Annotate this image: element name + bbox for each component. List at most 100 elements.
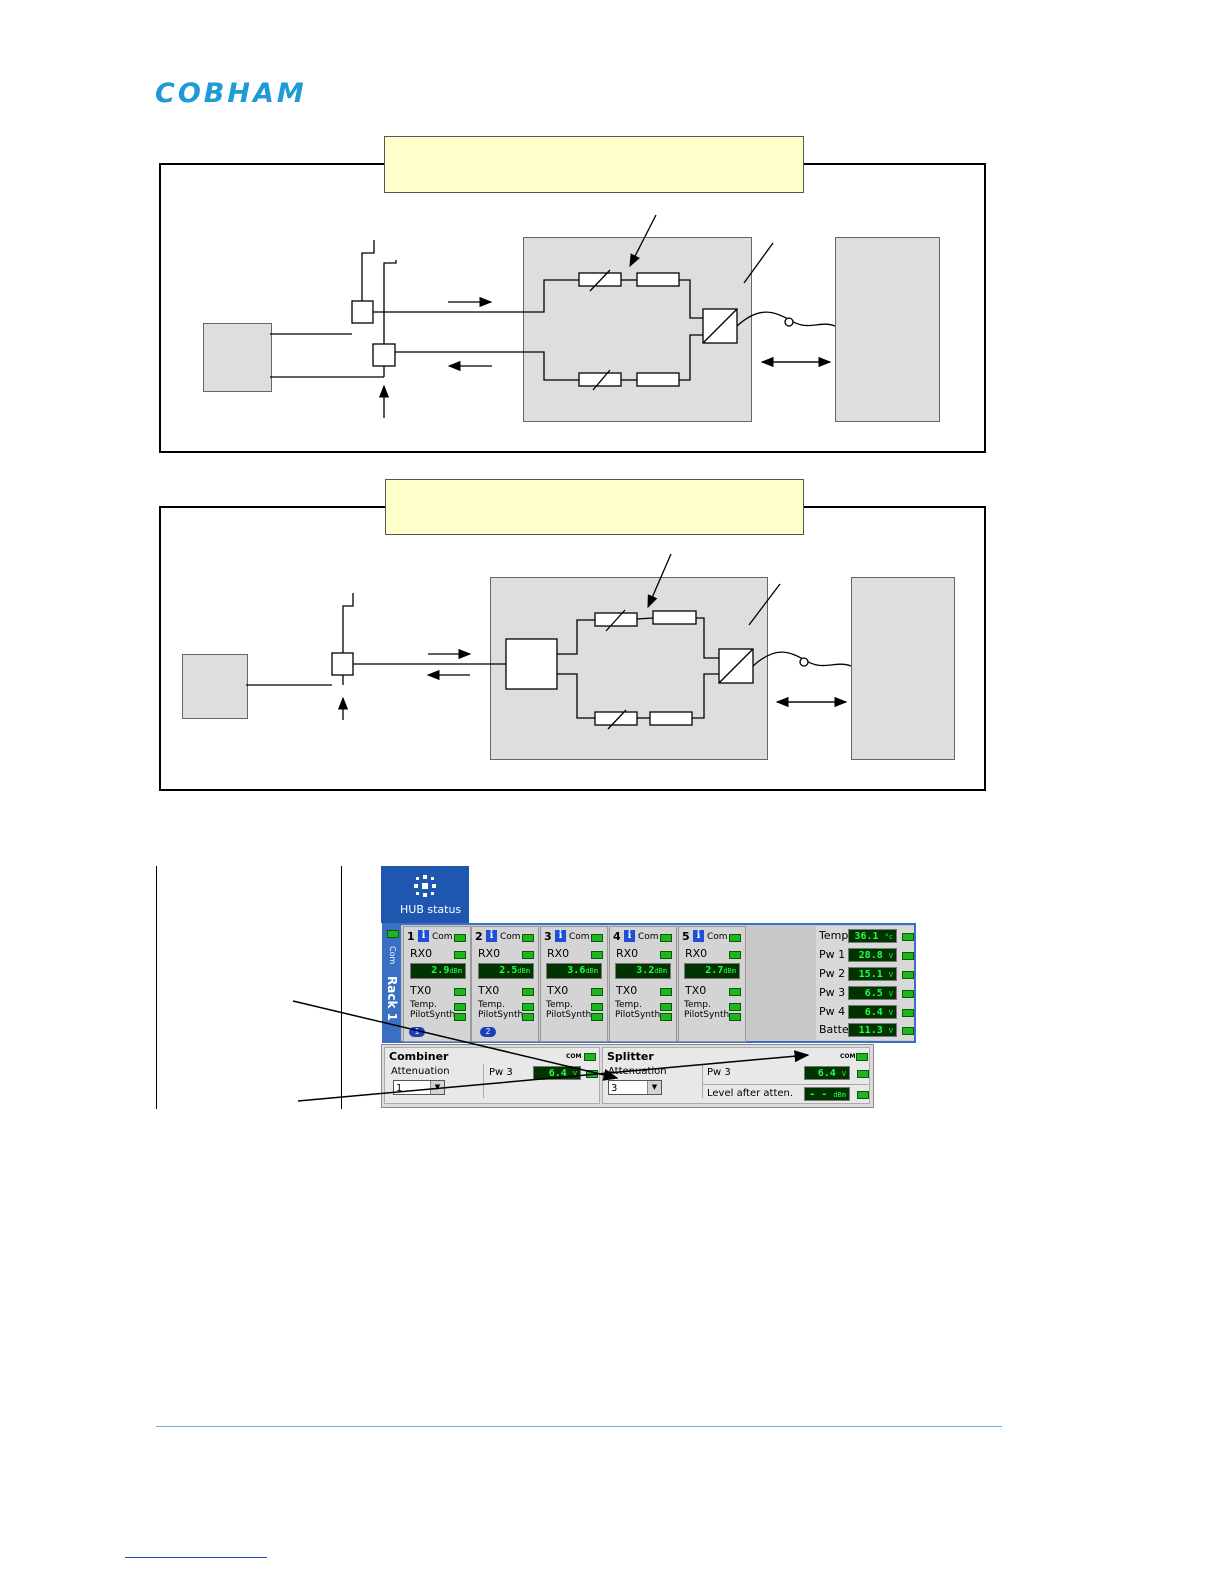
status-led-battery [902,1027,914,1035]
temp-label: Temp. [546,1000,573,1010]
rack-com-label: Com [388,946,397,965]
tx-led [454,988,466,996]
card-number: 1 [407,930,415,943]
tx-label: TX0 [410,984,432,997]
combiner-title: Combiner [389,1050,449,1063]
card-com-label: Com [500,932,521,942]
tx-label: TX0 [685,984,707,997]
table-border-left [156,866,157,1109]
splitter-level-value: - - dBm [804,1087,850,1101]
remote-unit-2 [851,577,955,760]
rx-label: RX0 [616,947,639,960]
source-block-1 [203,323,272,392]
status-led-pw4 [902,1009,914,1017]
rx-led [591,951,603,959]
table-border-mid [341,866,342,1109]
tx-led [729,988,741,996]
temp-led [522,1003,534,1011]
rx-label: RX0 [547,947,570,960]
card-com-label: Com [432,932,453,942]
combiner-pw-value: 6.4 V [533,1066,581,1080]
tx-led [660,988,672,996]
footer-rule [156,1426,1002,1427]
status-label-pw2: Pw 2 [819,967,846,980]
splitter-title: Splitter [607,1050,654,1063]
rack-label: Rack 1 [385,976,399,1021]
combiner-com-label: COM [566,1053,582,1060]
card-com-led [454,934,466,942]
splitter-level-led [857,1091,869,1099]
combiner-attenuation-value: 1 [396,1083,403,1094]
rx-label: RX0 [410,947,433,960]
splitter-row-divider [703,1084,868,1085]
info-icon[interactable]: i [555,930,566,942]
rx-label: RX0 [685,947,708,960]
splitter-pw-value: 6.4 V [804,1066,850,1080]
splitter-pane: Splitter COM Attenuation 3 ▼ Pw 3 6.4 V … [602,1047,870,1104]
card-number: 5 [682,930,690,943]
card-3[interactable]: 3 i Com RX0 3.6dBm TX0 Temp. PilotSynth [540,926,608,1042]
temp-label: Temp. [684,1000,711,1010]
card-4[interactable]: 4 i Com RX0 3.2dBm TX0 Temp. PilotSynth [609,926,677,1042]
card-com-led [729,934,741,942]
hub-status-screenshot: HUB status Com Rack 1 1 i Com RX0 2.9dBm… [380,866,920,1110]
combiner-pw-label: Pw 3 [489,1067,513,1078]
card-com-led [591,934,603,942]
tx-label: TX0 [616,984,638,997]
info-icon[interactable]: i [418,930,429,942]
chevron-down-icon[interactable]: ▼ [647,1081,661,1094]
status-value-pw4: 6.4 V [848,1005,897,1019]
card-5[interactable]: 5 i Com RX0 2.7dBm TX0 Temp. PilotSynth [678,926,746,1042]
temp-label: Temp. [478,1000,505,1010]
status-label-pw3: Pw 3 [819,986,846,999]
rx-value-display: 2.5dBm [478,963,534,979]
card-number: 2 [475,930,483,943]
tx-led [522,988,534,996]
temp-led [729,1003,741,1011]
card-com-label: Com [569,932,590,942]
status-column: Temp 36.1 °c Pw 1 28.8 V Pw 2 15.1 V Pw … [816,926,914,1040]
temp-label: Temp. [615,1000,642,1010]
combiner-com-led [584,1053,596,1061]
synth-led [522,1013,534,1021]
pilot-synth-label: PilotSynth [615,1010,661,1020]
splitter-com-label: COM [840,1053,856,1060]
synth-led [729,1013,741,1021]
card-com-led [522,934,534,942]
status-led-pw1 [902,952,914,960]
temp-label: Temp. [410,1000,437,1010]
combiner-attenuation-select[interactable]: 1 ▼ [393,1080,445,1095]
rx-value-display: 2.9dBm [410,963,466,979]
card-com-led [660,934,672,942]
status-led-pw2 [902,971,914,979]
splitter-level-label: Level after atten. [707,1088,794,1099]
status-led-pw3 [902,990,914,998]
pilot-synth-label: PilotSynth [478,1010,524,1020]
combiner-attenuation-label: Attenuation [391,1066,450,1077]
chevron-down-icon[interactable]: ▼ [430,1081,444,1094]
footer-link-underline [125,1557,267,1558]
pilot-synth-label: PilotSynth [546,1010,592,1020]
tx-led [591,988,603,996]
tab-hub-status[interactable]: HUB status [381,866,469,923]
temp-led [591,1003,603,1011]
card-com-label: Com [707,932,728,942]
splitter-attenuation-value: 3 [611,1083,618,1094]
splitter-attenuation-select[interactable]: 3 ▼ [608,1080,662,1095]
tx-label: TX0 [478,984,500,997]
cobham-logo: COBHAM [155,78,307,109]
card-1[interactable]: 1 i Com RX0 2.9dBm TX0 Temp. PilotSynth … [403,926,471,1042]
source-block-2 [182,654,248,719]
splitter-divider [702,1064,703,1098]
rx-label: RX0 [478,947,501,960]
rx-value-display: 3.6dBm [546,963,602,979]
info-icon[interactable]: i [693,930,704,942]
info-icon[interactable]: i [624,930,635,942]
rx-led [454,951,466,959]
card-com-label: Com [638,932,659,942]
card-2[interactable]: 2 i Com RX0 2.5dBm TX0 Temp. PilotSynth … [471,926,539,1042]
status-label-pw4: Pw 4 [819,1005,846,1018]
synth-led [591,1013,603,1021]
info-icon[interactable]: i [486,930,497,942]
